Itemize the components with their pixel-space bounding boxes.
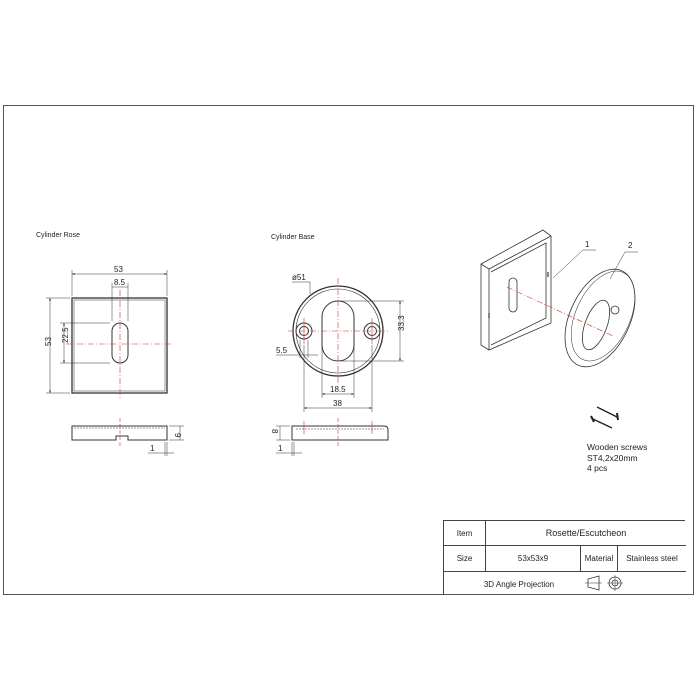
exploded-view <box>480 229 638 368</box>
material-value: Stainless steel <box>626 554 678 563</box>
size-value: 53x53x9 <box>486 546 581 571</box>
rose-wall-dim: 1 <box>150 444 155 453</box>
title-block: Item Rosette/Escutcheon Size 53x53x9 Mat… <box>443 520 686 596</box>
base-thickness-dim: 8 <box>270 429 279 434</box>
projection-symbol-icon <box>585 575 623 591</box>
projection-label: 3D Angle Projection <box>483 579 555 589</box>
rose-side-view <box>71 418 184 456</box>
rose-slot-length-dim: 22.5 <box>61 327 70 343</box>
base-diameter-dim: ø51 <box>292 273 306 282</box>
cylinder-rose-title: Cylinder Rose <box>36 232 80 239</box>
screws-note: Wooden screws ST4,2x20mm 4 pcs <box>587 442 647 474</box>
title-row-size: Size 53x53x9 Material Stainless steel <box>444 546 686 572</box>
rose-width-dim: 53 <box>114 265 123 274</box>
item-value: Rosette/Escutcheon <box>545 528 627 538</box>
base-slot-height-dim: 33.3 <box>397 315 406 331</box>
base-hole-dim: 5.5 <box>276 346 288 355</box>
base-slot-width-dim: 18.5 <box>330 385 346 394</box>
screws-note-line1: Wooden screws <box>587 442 648 452</box>
base-front-view <box>276 278 404 412</box>
rose-height-dim: 53 <box>44 337 53 346</box>
rose-front-view <box>46 270 173 400</box>
material-label: Material <box>581 546 618 571</box>
item-label: Item <box>444 521 486 545</box>
screws-note-line2: ST4,2x20mm <box>587 452 638 463</box>
screws-icon <box>590 406 619 429</box>
base-wall-dim: 1 <box>278 444 283 453</box>
rose-thickness-dim: 9 <box>173 433 182 438</box>
title-row-projection: 3D Angle Projection <box>444 572 686 596</box>
size-label: Size <box>444 546 486 571</box>
screws-note-line3: 4 pcs <box>587 463 608 473</box>
cylinder-base-title: Cylinder Base <box>271 234 315 241</box>
base-side-view <box>276 418 389 456</box>
rose-slot-width-dim: 8.5 <box>114 278 126 287</box>
callout-1: 1 <box>585 240 590 249</box>
title-row-item: Item Rosette/Escutcheon <box>444 521 686 546</box>
callout-2: 2 <box>628 241 633 250</box>
base-spacing-dim: 38 <box>333 399 342 408</box>
drawing-frame <box>3 105 694 595</box>
